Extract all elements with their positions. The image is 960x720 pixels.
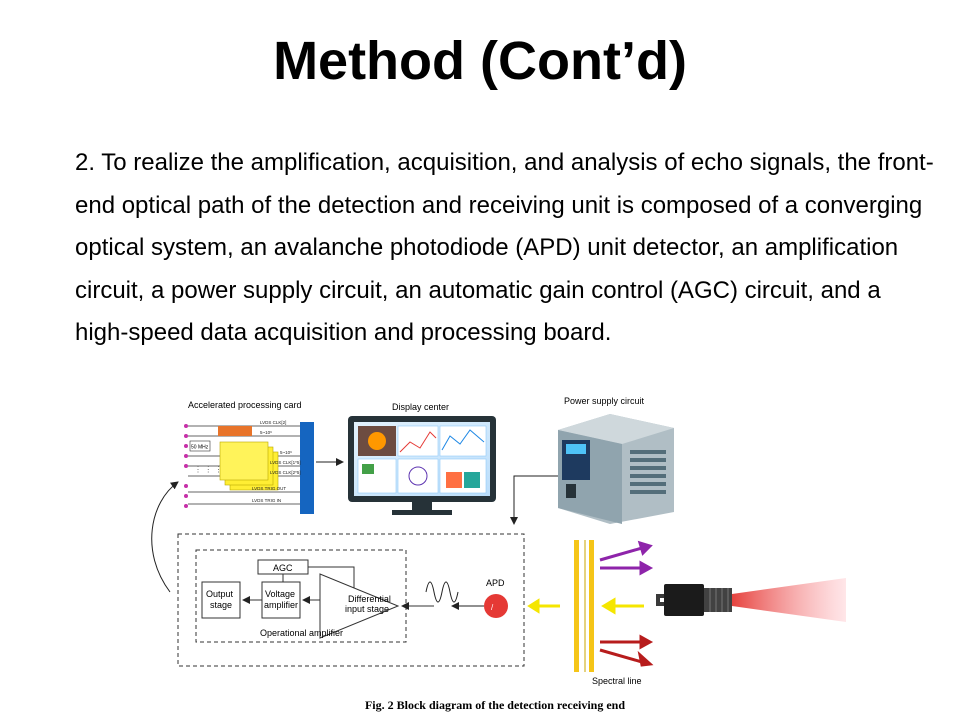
voltage-amplifier-label-1: Voltage <box>265 589 295 599</box>
filter-plate-left <box>574 540 579 672</box>
card-pin-dots <box>184 424 188 508</box>
display-center: Display center <box>348 402 496 515</box>
processing-card: Accelerated processing card 50 MHz LVDS … <box>184 400 314 514</box>
agc-label: AGC <box>273 563 293 573</box>
power-vents <box>630 450 666 494</box>
processing-card-label: Accelerated processing card <box>188 400 302 410</box>
apd-symbol: / <box>491 603 494 612</box>
laser-source <box>656 578 846 622</box>
spectral-line-label: Spectral line <box>592 676 642 686</box>
card-signal-5: LVDS CLK[2*5] <box>270 470 301 475</box>
svg-text:⋮ ⋮ ⋮: ⋮ ⋮ ⋮ <box>194 465 222 474</box>
figure-caption: Fig. 2 Block diagram of the detection re… <box>364 698 626 712</box>
red-arrows <box>599 634 654 667</box>
clock-box <box>189 440 211 452</box>
amplifier-connectors <box>242 566 434 610</box>
screen-panels <box>357 425 487 494</box>
voltage-amplifier-box <box>261 581 301 619</box>
monitor-neck <box>412 502 432 510</box>
card-signal-7: LVDS TRIG IN <box>252 498 281 503</box>
spectral-filter: Spectral line <box>527 540 654 686</box>
echo-waveform <box>425 581 459 603</box>
differential-label-1: Differential <box>348 594 391 604</box>
card-ellipsis: ⋮ ⋮ ⋮ <box>194 465 222 474</box>
clock-label: 50 MHz <box>191 445 209 451</box>
filter-plate-right <box>589 540 594 672</box>
power-supply-label: Power supply circuit <box>564 396 645 406</box>
power-supply: Power supply circuit <box>558 396 674 524</box>
differential-triangle <box>319 573 400 639</box>
chip-front <box>219 441 269 481</box>
operational-amplifier-label: Operational amplifier <box>260 628 343 638</box>
output-stage-box <box>201 581 241 619</box>
voltage-amplifier-label-2: amplifier <box>264 600 298 610</box>
card-signal-6: LVDS TRIG OUT <box>252 486 286 491</box>
amplifier-block: AGC Output stage Voltage amplifier Diffe… <box>177 533 525 667</box>
chip-orange-block <box>218 426 252 436</box>
slide-title: Method (Cont’d) <box>273 31 687 91</box>
inner-dashed-box <box>195 549 407 643</box>
camera-lens <box>704 588 732 612</box>
purple-arrows <box>599 540 654 576</box>
card-bus-bar <box>300 422 314 514</box>
apd-detector <box>484 594 508 618</box>
monitor-base <box>392 510 452 515</box>
card-signal-3: 5~10⁶ <box>280 450 292 455</box>
card-signal-1: LVDS CLK[2] <box>260 420 286 425</box>
arrow-power-to-filter <box>510 475 558 525</box>
block-diagram-figure: Accelerated processing card 50 MHz LVDS … <box>151 396 846 686</box>
camera-body <box>664 584 704 616</box>
display-center-label: Display center <box>392 402 449 412</box>
card-signal-4: LVDS CLK[1*5] <box>270 460 301 465</box>
laser-beam <box>732 578 846 622</box>
card-signal-2: 5~10⁶ <box>260 430 272 435</box>
output-stage-label-1: Output <box>206 589 234 599</box>
outer-dashed-box <box>177 533 525 667</box>
output-stage-label-2: stage <box>210 600 232 610</box>
slide-body-text: 2. To realize the amplification, acquisi… <box>75 149 934 346</box>
differential-label-2: input stage <box>345 604 389 614</box>
arrow-amplifier-to-card <box>151 481 179 593</box>
lens-rings <box>709 588 729 612</box>
yellow-arrows <box>527 597 644 615</box>
apd-label: APD <box>486 578 505 588</box>
